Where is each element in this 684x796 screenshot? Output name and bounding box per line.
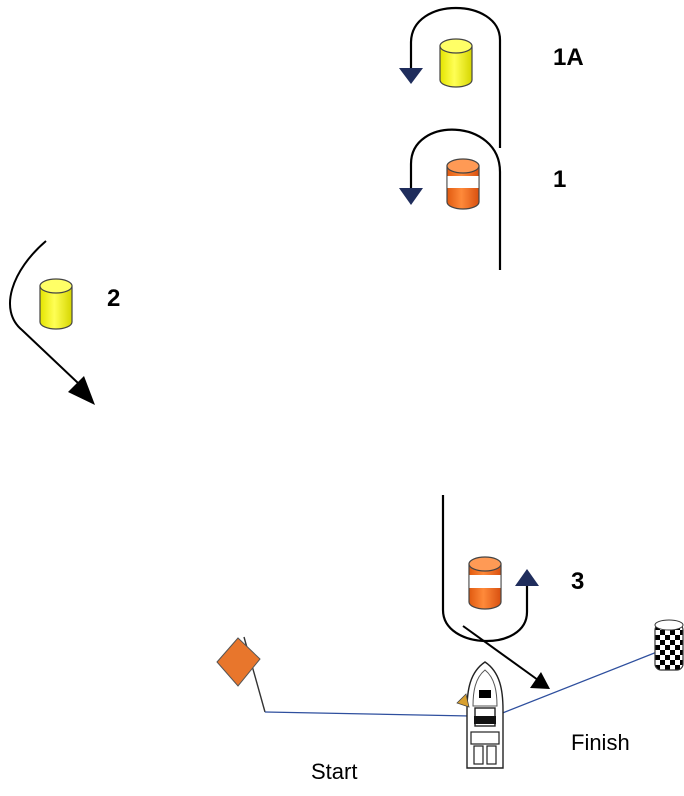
yellow-buoy-icon xyxy=(39,278,73,330)
finish-area xyxy=(499,619,684,715)
finish-course-line xyxy=(499,649,663,715)
arrow-up-icon xyxy=(515,569,539,586)
mark-3-group xyxy=(441,495,550,689)
start-area xyxy=(216,636,471,717)
arrow-down-icon xyxy=(399,68,423,84)
mark-1a-group xyxy=(399,6,502,148)
arrow-down-icon xyxy=(399,188,423,205)
orange-buoy-icon xyxy=(446,158,480,210)
mark-2-group xyxy=(9,240,95,405)
yellow-buoy-icon xyxy=(439,38,473,88)
arrow-down-right-icon xyxy=(530,672,550,689)
mark-1-path xyxy=(409,128,502,270)
mark-3-label: 3 xyxy=(571,568,585,595)
mark-2-label: 2 xyxy=(107,285,121,312)
start-label: Start xyxy=(311,759,358,784)
checkered-flag-icon xyxy=(654,619,684,671)
start-course-line xyxy=(264,711,471,717)
mark-2-path xyxy=(9,240,79,384)
mark-1a-path xyxy=(409,6,502,148)
finish-label: Finish xyxy=(571,730,630,755)
orange-buoy-icon xyxy=(468,556,502,610)
arrow-down-right-icon xyxy=(68,376,95,405)
boat-pennant-icon xyxy=(456,693,470,708)
mark-1a-label: 1A xyxy=(553,44,584,71)
mark-1-group xyxy=(399,128,502,270)
finish-approach-line xyxy=(462,625,539,681)
boat-icon xyxy=(456,661,504,769)
orange-flag-icon xyxy=(216,637,261,687)
mark-1-label: 1 xyxy=(553,166,567,193)
